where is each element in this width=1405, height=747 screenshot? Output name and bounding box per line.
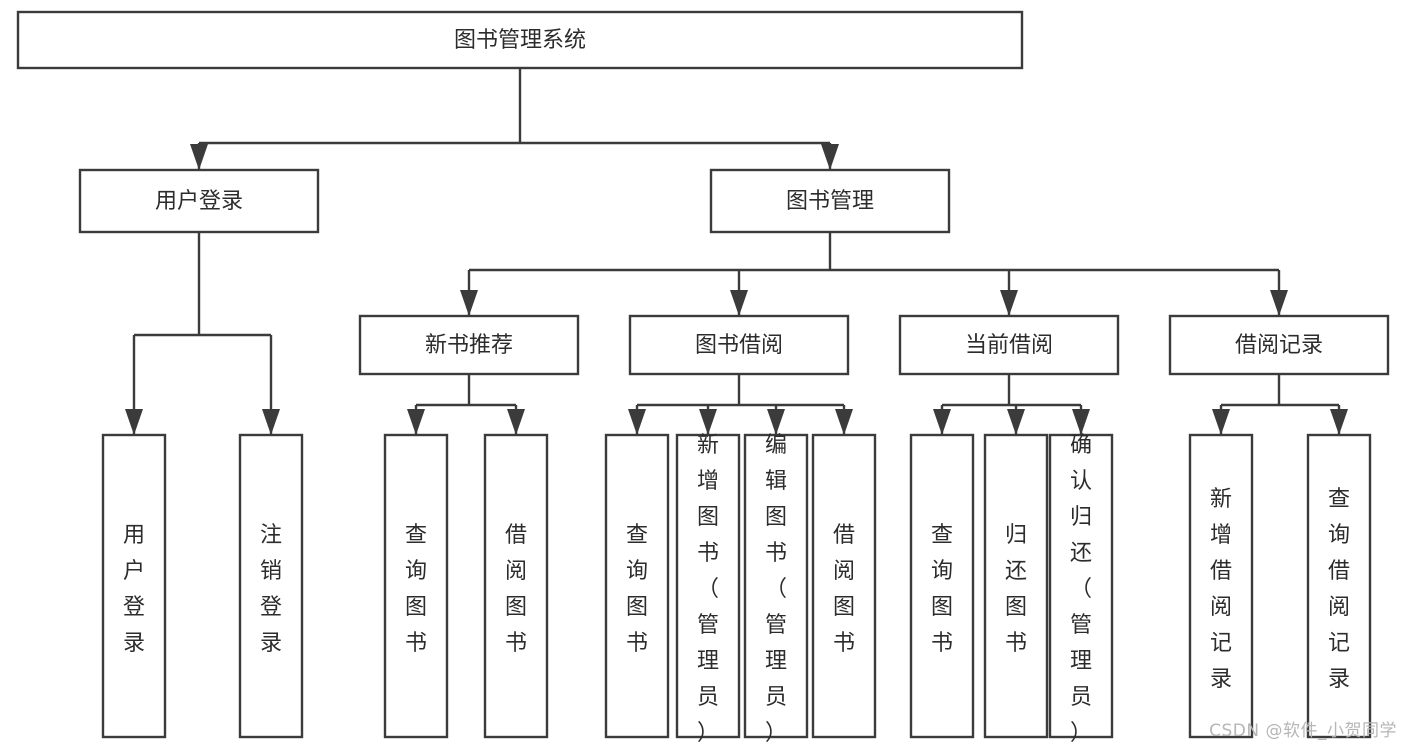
node-label: 当前借阅 — [965, 333, 1053, 358]
arrow-head-icon-book-mgmt-3 — [1270, 290, 1288, 316]
node-leaf-查询借阅记录[interactable]: 查询借阅记录 — [1306, 433, 1372, 739]
node-level3-当前借阅[interactable]: 当前借阅 — [898, 314, 1120, 376]
node-label: 图书管理系统 — [454, 28, 586, 53]
node-box-outline — [78, 168, 320, 234]
arrow-head-icon-l3-2-2 — [1072, 409, 1090, 435]
arrow-head-icon-l3-1-3 — [835, 409, 853, 435]
arrow-head-icon-root-0 — [190, 144, 208, 170]
node-label: 查询借阅记录 — [1328, 487, 1350, 692]
arrow-head-icon-l3-0-1 — [507, 409, 525, 435]
node-label: 查询图书 — [626, 523, 648, 656]
node-label: 查询图书 — [931, 523, 953, 656]
arrow-head-icon-l3-1-0 — [628, 409, 646, 435]
node-label: 图书借阅 — [695, 333, 783, 358]
node-box-outline — [16, 10, 1024, 70]
node-leaf-用户登录[interactable]: 用户登录 — [101, 433, 167, 739]
node-level2-图书管理[interactable]: 图书管理 — [709, 168, 951, 234]
node-leaf-注销登录[interactable]: 注销登录 — [238, 433, 304, 739]
arrow-head-icon-l3-2-0 — [933, 409, 951, 435]
arrow-head-icon-user-login-1 — [262, 409, 280, 435]
node-leaf-新增借阅记录[interactable]: 新增借阅记录 — [1188, 433, 1254, 739]
arrow-head-icon-book-mgmt-0 — [460, 290, 478, 316]
node-leaf-编辑图书管理员[interactable]: 编辑图书（管理员） — [743, 433, 809, 746]
node-label: 借阅记录 — [1235, 333, 1323, 358]
node-label: 编辑图书（管理员） — [765, 433, 787, 746]
node-box-outline — [983, 433, 1049, 739]
node-box-outline — [383, 433, 449, 739]
node-level3-借阅记录[interactable]: 借阅记录 — [1168, 314, 1390, 376]
node-label: 用户登录 — [155, 189, 243, 214]
arrow-head-icon-book-mgmt-1 — [730, 290, 748, 316]
node-label: 注销登录 — [260, 523, 282, 656]
node-leaf-借阅图书[interactable]: 借阅图书 — [483, 433, 549, 739]
arrow-head-icon-root-1 — [821, 144, 839, 170]
node-layer: 图书管理系统用户登录图书管理新书推荐图书借阅当前借阅借阅记录用户登录注销登录查询… — [16, 10, 1390, 746]
node-label: 图书管理 — [786, 189, 874, 214]
node-box-outline — [358, 314, 580, 376]
arrow-head-icon-book-mgmt-2 — [1000, 290, 1018, 316]
node-label: 借阅图书 — [505, 523, 527, 656]
node-level3-图书借阅[interactable]: 图书借阅 — [628, 314, 850, 376]
node-box-outline — [1188, 433, 1254, 739]
node-leaf-新增图书管理员[interactable]: 新增图书（管理员） — [675, 433, 741, 746]
node-box-outline — [1168, 314, 1390, 376]
node-box-outline — [898, 314, 1120, 376]
node-leaf-借阅图书[interactable]: 借阅图书 — [811, 433, 877, 739]
node-leaf-查询图书[interactable]: 查询图书 — [383, 433, 449, 739]
connector-layer — [125, 68, 1348, 435]
node-box-outline — [483, 433, 549, 739]
node-box-outline — [238, 433, 304, 739]
node-box-outline — [628, 314, 850, 376]
node-box-outline — [604, 433, 670, 739]
node-box-outline — [909, 433, 975, 739]
node-label: 新书推荐 — [425, 333, 513, 358]
node-box-outline — [675, 433, 741, 739]
node-label: 新增借阅记录 — [1210, 487, 1232, 692]
node-box-outline — [101, 433, 167, 739]
node-label: 归还图书 — [1005, 523, 1027, 656]
node-leaf-确认归还管理员[interactable]: 确认归还（管理员） — [1048, 433, 1114, 746]
arrow-head-icon-l3-3-1 — [1330, 409, 1348, 435]
arrow-head-icon-l3-2-1 — [1007, 409, 1025, 435]
node-leaf-归还图书[interactable]: 归还图书 — [983, 433, 1049, 739]
node-box-outline — [811, 433, 877, 739]
node-box-outline — [743, 433, 809, 739]
node-level2-用户登录[interactable]: 用户登录 — [78, 168, 320, 234]
node-box-outline — [1048, 433, 1114, 739]
node-label: 查询图书 — [405, 523, 427, 656]
arrow-head-icon-l3-1-2 — [767, 409, 785, 435]
arrow-head-icon-l3-0-0 — [407, 409, 425, 435]
arrow-head-icon-user-login-0 — [125, 409, 143, 435]
node-level3-新书推荐[interactable]: 新书推荐 — [358, 314, 580, 376]
node-label: 借阅图书 — [833, 523, 855, 656]
node-label: 确认归还（管理员） — [1070, 433, 1092, 746]
node-box-outline — [709, 168, 951, 234]
node-box-outline — [1306, 433, 1372, 739]
arrow-head-icon-l3-1-1 — [699, 409, 717, 435]
node-root-图书管理系统[interactable]: 图书管理系统 — [16, 10, 1024, 70]
node-leaf-查询图书[interactable]: 查询图书 — [604, 433, 670, 739]
csdn-watermark: CSDN @软件_小贺同学 — [1209, 721, 1397, 741]
node-label: 新增图书（管理员） — [697, 433, 719, 746]
node-leaf-查询图书[interactable]: 查询图书 — [909, 433, 975, 739]
arrow-head-icon-l3-3-0 — [1212, 409, 1230, 435]
node-label: 用户登录 — [123, 523, 145, 656]
